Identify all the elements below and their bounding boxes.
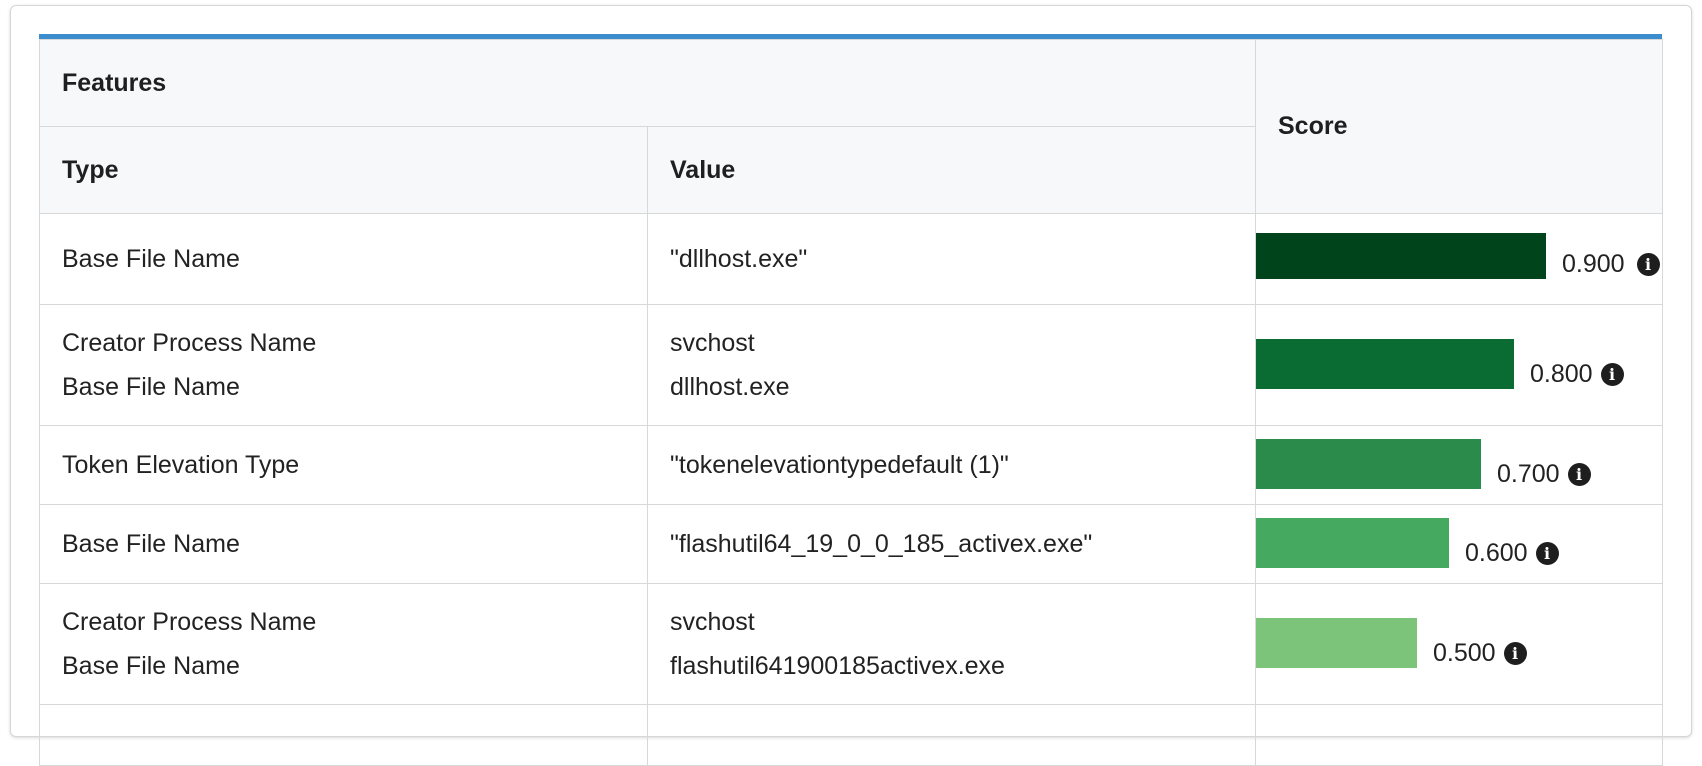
type-cell: Creator Process Name Base File Name	[39, 583, 648, 705]
score-cell: 0.500 i	[1255, 583, 1663, 705]
score-cell	[1255, 704, 1663, 766]
features-panel: Features Score Type Value Base File Name…	[10, 5, 1692, 766]
table-row: Creator Process Name Base File Name svch…	[39, 304, 1663, 426]
info-circle-icon[interactable]: i	[1636, 253, 1660, 276]
value-cell	[647, 704, 1256, 766]
value-cell: "dllhost.exe"	[647, 213, 1256, 305]
value-cell: svchost flashutil641900185activex.exe	[647, 583, 1256, 705]
table-row: Base File Name "flashutil64_19_0_0_185_a…	[39, 504, 1663, 584]
value-text: "dllhost.exe"	[670, 245, 808, 273]
score-value: 0.700	[1497, 460, 1560, 488]
value-text: svchost	[670, 608, 755, 636]
score-value: 0.600	[1465, 539, 1528, 567]
value-cell: svchost dllhost.exe	[647, 304, 1256, 426]
score-value: 0.800	[1530, 360, 1593, 388]
type-text: Token Elevation Type	[62, 451, 300, 479]
info-circle-icon[interactable]: i	[1503, 642, 1527, 665]
score-value: 0.500	[1433, 639, 1496, 667]
table-row: Base File Name "dllhost.exe" 0.900 i	[39, 213, 1663, 305]
score-bar	[1256, 518, 1449, 568]
value-cell: "tokenelevationtypedefault (1)"	[647, 425, 1256, 505]
score-bar	[1256, 439, 1481, 489]
value-text: flashutil641900185activex.exe	[670, 652, 1005, 680]
value-text: "tokenelevationtypedefault (1)"	[670, 451, 1009, 479]
features-table: Features Score Type Value Base File Name…	[39, 39, 1663, 766]
value-text: dllhost.exe	[670, 373, 790, 401]
table-accent-bar	[39, 34, 1662, 39]
value-text: svchost	[670, 329, 755, 357]
features-table-wrapper: Features Score Type Value Base File Name…	[39, 34, 1663, 766]
value-column-header[interactable]: Value	[647, 126, 1256, 214]
type-column-header[interactable]: Type	[39, 126, 648, 214]
type-cell: Creator Process Name Base File Name	[39, 304, 648, 426]
score-bar	[1256, 339, 1514, 389]
type-cell	[39, 704, 648, 766]
score-column-header[interactable]: Score	[1255, 39, 1663, 214]
score-cell: 0.600 i	[1255, 504, 1663, 584]
info-circle-icon[interactable]: i	[1600, 363, 1624, 386]
value-text: "flashutil64_19_0_0_185_activex.exe"	[670, 530, 1093, 558]
type-cell: Base File Name	[39, 504, 648, 584]
type-cell: Base File Name	[39, 213, 648, 305]
type-cell: Token Elevation Type	[39, 425, 648, 505]
score-cell: 0.700 i	[1255, 425, 1663, 505]
score-cell: 0.800 i	[1255, 304, 1663, 426]
table-row	[39, 704, 1663, 766]
table-row: Token Elevation Type "tokenelevationtype…	[39, 425, 1663, 505]
score-cell: 0.900 i	[1255, 213, 1663, 305]
info-circle-icon[interactable]: i	[1567, 463, 1591, 486]
features-group-header: Features	[39, 39, 1256, 127]
type-text: Base File Name	[62, 373, 240, 401]
type-text: Creator Process Name	[62, 329, 317, 357]
type-text: Creator Process Name	[62, 608, 317, 636]
value-cell: "flashutil64_19_0_0_185_activex.exe"	[647, 504, 1256, 584]
score-bar	[1256, 618, 1417, 668]
type-text: Base File Name	[62, 530, 240, 558]
score-value: 0.900	[1562, 250, 1625, 278]
type-text: Base File Name	[62, 245, 240, 273]
table-row: Creator Process Name Base File Name svch…	[39, 583, 1663, 705]
score-bar	[1256, 233, 1546, 279]
type-text: Base File Name	[62, 652, 240, 680]
info-circle-icon[interactable]: i	[1535, 542, 1559, 565]
